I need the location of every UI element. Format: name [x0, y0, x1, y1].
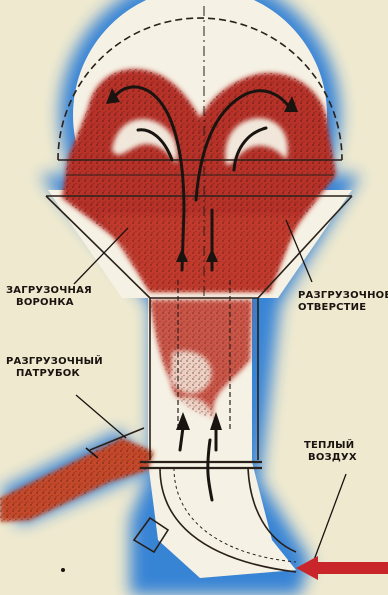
label-unloading-opening-line1: РАЗГРУЗОЧНОЕ [298, 290, 388, 302]
label-unloading-pipe: РАЗГРУЗОЧНЫЙ ПАТРУБОК [6, 356, 103, 380]
label-unloading-opening-line2: ОТВЕРСТИЕ [298, 302, 388, 314]
label-loading-funnel: ЗАГРУЗОЧНАЯ ВОРОНКА [6, 285, 92, 309]
label-loading-funnel-line2: ВОРОНКА [6, 297, 92, 309]
warm-air-arrow [296, 556, 388, 580]
label-loading-funnel-line1: ЗАГРУЗОЧНАЯ [6, 285, 92, 297]
label-warm-air-line2: ВОЗДУХ [304, 452, 357, 464]
label-warm-air: ТЕПЛЫЙ ВОЗДУХ [304, 440, 357, 464]
label-unloading-pipe-line2: ПАТРУБОК [6, 368, 103, 380]
label-warm-air-line1: ТЕПЛЫЙ [304, 440, 357, 452]
dot-mark [61, 568, 65, 572]
label-unloading-pipe-line1: РАЗГРУЗОЧНЫЙ [6, 356, 103, 368]
label-unloading-opening: РАЗГРУЗОЧНОЕ ОТВЕРСТИЕ [298, 290, 388, 314]
